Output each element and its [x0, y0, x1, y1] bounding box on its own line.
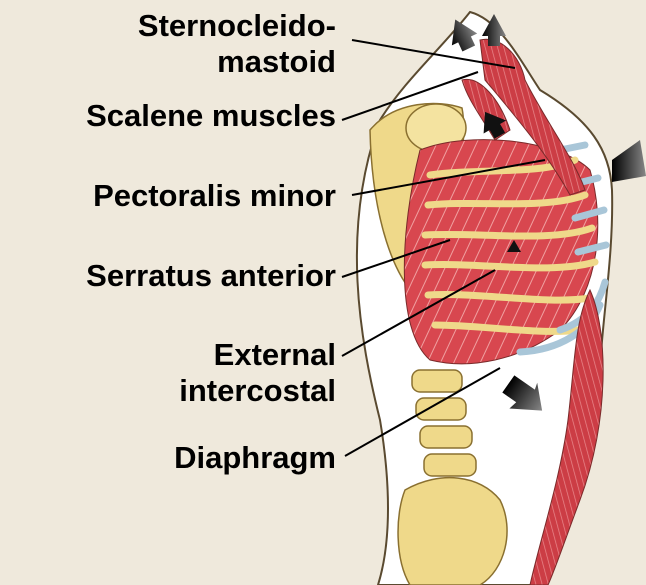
right-arrow	[612, 140, 646, 182]
pelvis-bone	[398, 478, 507, 585]
label-external-intercostal-line1: External	[179, 337, 336, 373]
label-serratus-anterior: Serratus anterior	[86, 258, 336, 294]
label-external-intercostal: External intercostal	[179, 337, 336, 409]
label-pectoralis-minor: Pectoralis minor	[93, 178, 336, 214]
label-sternocleidomastoid-line2: mastoid	[138, 44, 336, 80]
label-scalene-muscles: Scalene muscles	[86, 98, 336, 134]
label-sternocleidomastoid: Sternocleido- mastoid	[138, 8, 336, 80]
label-sternocleidomastoid-line1: Sternocleido-	[138, 8, 336, 44]
label-diaphragm: Diaphragm	[174, 440, 336, 476]
label-external-intercostal-line2: intercostal	[179, 373, 336, 409]
